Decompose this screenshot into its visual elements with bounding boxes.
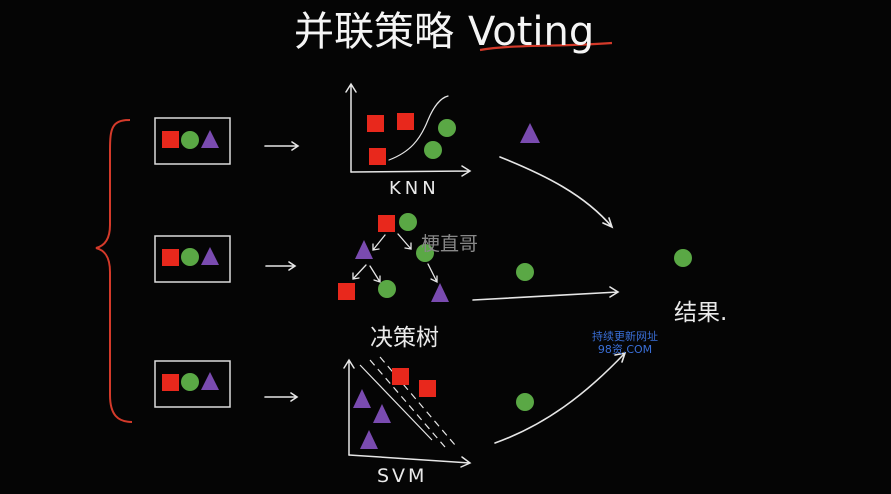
green-circle (399, 213, 417, 231)
arrow-to-svm (264, 392, 299, 402)
title-chinese: 并联策略 (294, 9, 454, 55)
purple-triangle (201, 247, 219, 265)
sample-box-middle (154, 235, 231, 283)
title-english: Voting (468, 9, 595, 55)
purple-triangle (201, 372, 219, 390)
red-square (419, 380, 436, 397)
purple-triangle (373, 404, 391, 423)
red-square (367, 115, 384, 132)
watermark-line2: 98资.COM (597, 343, 653, 356)
voting-underline (479, 41, 613, 52)
purple-triangle (355, 240, 373, 259)
green-circle (181, 373, 199, 391)
red-square (162, 374, 179, 391)
green-circle (416, 244, 434, 262)
svm-label: SVM (377, 465, 428, 487)
red-square (378, 215, 395, 232)
green-circle (181, 131, 199, 149)
knn-label: KNN (389, 178, 440, 199)
green-circle (181, 248, 199, 266)
sample-box-top (154, 117, 231, 165)
red-square (392, 368, 409, 385)
purple-triangle (353, 389, 371, 408)
red-square (369, 148, 386, 165)
svm-prediction-circle (516, 393, 534, 411)
red-square (162, 131, 179, 148)
decision-tree (338, 213, 449, 302)
green-circle (424, 141, 442, 159)
sample-box-bottom (154, 360, 231, 408)
purple-triangle (431, 283, 449, 302)
purple-triangle (201, 130, 219, 148)
result-label: 结果. (674, 300, 728, 326)
tree-label: 决策树 (370, 325, 439, 351)
tree-prediction-circle (516, 263, 534, 281)
knn-prediction-triangle (520, 123, 540, 143)
left-brace (95, 119, 133, 423)
arrow-to-tree (265, 261, 297, 271)
result-circle (674, 249, 692, 267)
knn-plot (345, 82, 472, 177)
watermark-line1: 持续更新网址 (592, 330, 658, 343)
arrow-knn-to-result (499, 156, 614, 229)
watermark-site: 持续更新网址 98资.COM (592, 330, 658, 356)
arrow-tree-to-result (472, 286, 620, 301)
red-square (338, 283, 355, 300)
red-square (162, 249, 179, 266)
green-circle (438, 119, 456, 137)
green-circle (378, 280, 396, 298)
page-title: 并联策略 Voting (294, 6, 594, 58)
purple-triangle (360, 430, 378, 449)
arrow-svm-to-result (494, 351, 627, 444)
arrow-to-knn (264, 141, 300, 151)
svm-plot (343, 356, 472, 468)
red-square (397, 113, 414, 130)
watermark-center: 梗直哥 (421, 233, 479, 255)
